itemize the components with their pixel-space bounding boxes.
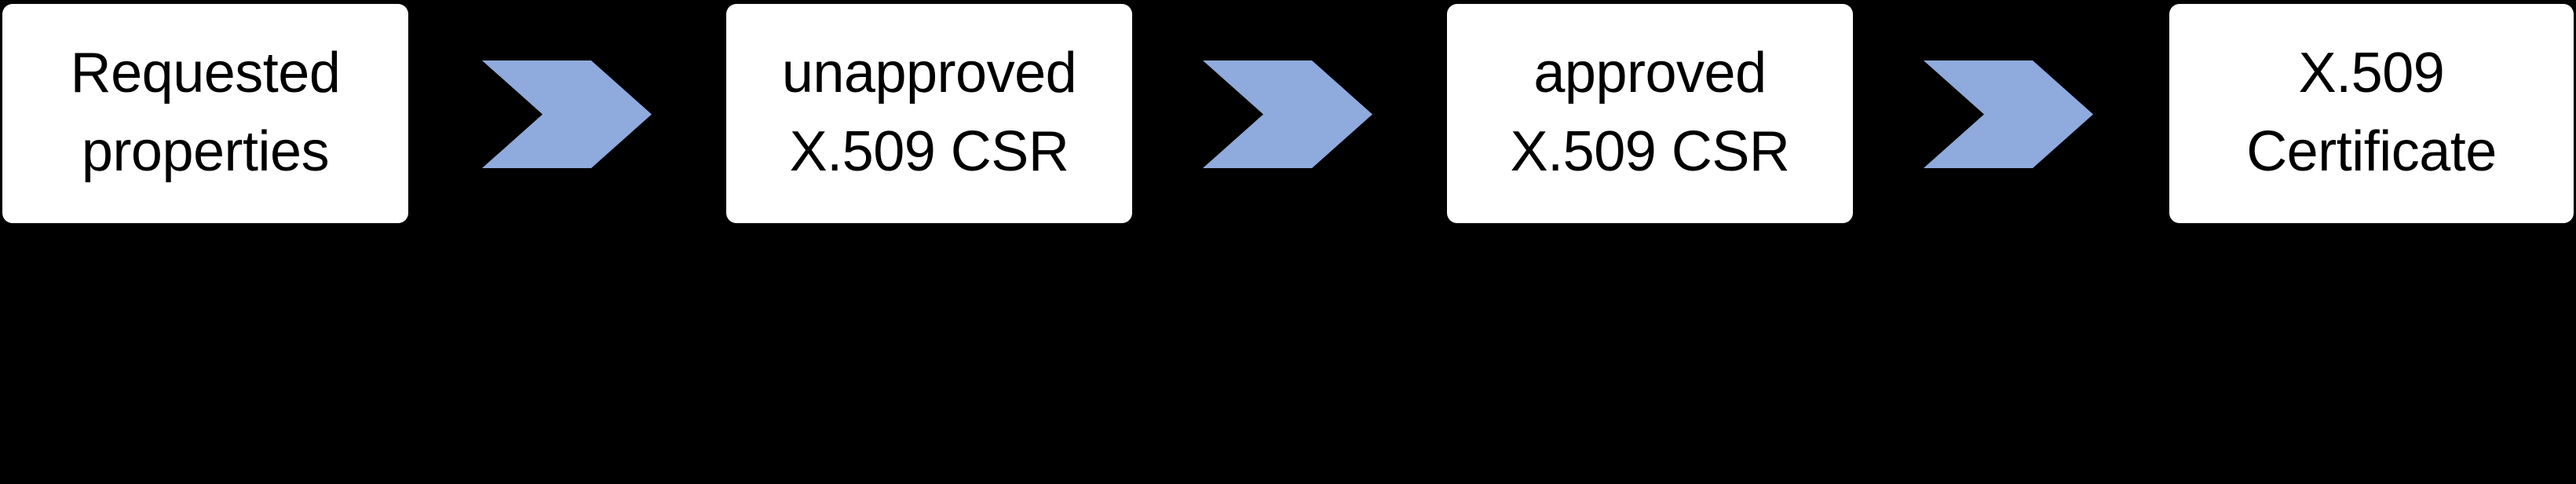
- flow-node-label-group: approved X.509 CSR: [1511, 34, 1790, 191]
- flow-node-label-line-2: X.509 CSR: [1510, 119, 1790, 183]
- flow-node-label-line-1: approved: [1533, 41, 1767, 104]
- flow-node-label-group: Requested properties: [71, 34, 341, 191]
- flow-node-requested-properties[interactable]: Requested properties: [2, 4, 408, 223]
- chevron-right-arrow-icon: [482, 60, 652, 168]
- flow-node-x509-certificate[interactable]: X.509 Certificate: [2169, 4, 2574, 223]
- flow-node-label-line-1: Requested: [70, 41, 341, 104]
- flow-node-approved-csr[interactable]: approved X.509 CSR: [1447, 4, 1853, 223]
- flow-node-label-line-2: X.509 CSR: [789, 119, 1069, 183]
- flow-node-label-line-2: Certificate: [2246, 119, 2497, 183]
- chevron-right-arrow-icon: [1924, 60, 2093, 168]
- flow-node-label-line-2: properties: [81, 119, 330, 183]
- process-flow-row: Requested properties unapproved X.509 CS…: [0, 0, 2576, 236]
- flow-node-unapproved-csr[interactable]: unapproved X.509 CSR: [726, 4, 1132, 223]
- chevron-right-arrow-icon: [1203, 60, 1372, 168]
- flow-node-label-group: unapproved X.509 CSR: [781, 34, 1077, 191]
- flow-node-label-line-1: X.509: [2298, 41, 2445, 104]
- flow-node-label-line-1: unapproved: [781, 41, 1077, 104]
- flow-node-label-group: X.509 Certificate: [2246, 34, 2497, 191]
